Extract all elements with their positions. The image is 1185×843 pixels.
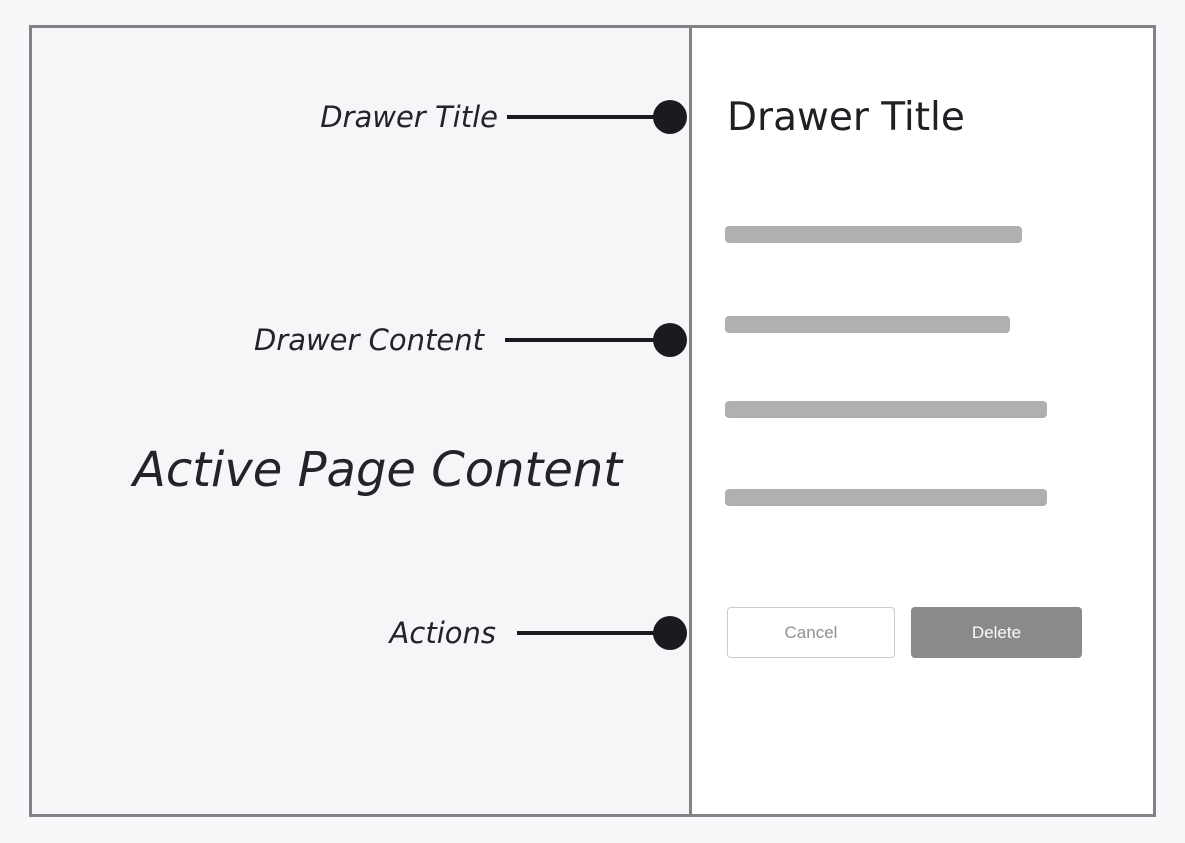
- callout-actions-label: Actions: [389, 616, 496, 650]
- active-page-content-label: Active Page Content: [133, 442, 623, 498]
- drawer-title: Drawer Title: [727, 95, 965, 140]
- skeleton-bar: [725, 316, 1010, 333]
- drawer-content-skeleton: [725, 28, 1153, 814]
- callout-dot-icon: [653, 323, 687, 357]
- delete-button[interactable]: Delete: [911, 607, 1082, 658]
- callout-dot-icon: [653, 100, 687, 134]
- skeleton-bar: [725, 226, 1022, 243]
- callout-line: [517, 631, 655, 635]
- callout-actions: Actions: [390, 616, 687, 650]
- callout-drawer-content-label: Drawer Content: [253, 323, 484, 357]
- skeleton-bar: [725, 401, 1047, 418]
- active-page-panel: Drawer Title Drawer Content Actions Acti…: [32, 28, 692, 814]
- callout-line: [505, 338, 655, 342]
- drawer-panel: Drawer Title Cancel Delete: [692, 28, 1153, 814]
- callout-drawer-title-label: Drawer Title: [320, 100, 498, 134]
- callout-dot-icon: [653, 616, 687, 650]
- drawer-actions-row: Cancel Delete: [727, 607, 1082, 658]
- skeleton-bar: [725, 489, 1047, 506]
- callout-line: [507, 115, 655, 119]
- callout-drawer-title: Drawer Title: [320, 100, 687, 134]
- cancel-button[interactable]: Cancel: [727, 607, 895, 658]
- callout-drawer-content: Drawer Content: [254, 323, 687, 357]
- drawer-spec-frame: Drawer Title Drawer Content Actions Acti…: [29, 25, 1156, 817]
